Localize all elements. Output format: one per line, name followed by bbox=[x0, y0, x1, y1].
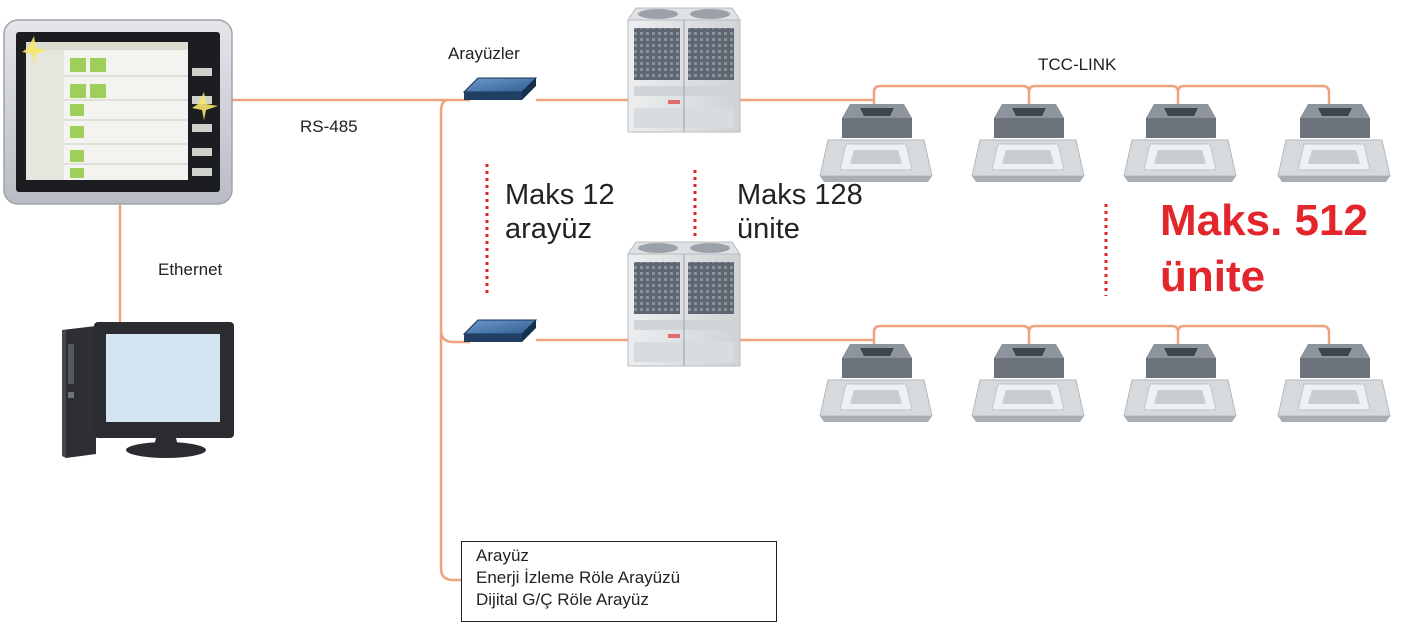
cassette-indoor-unit-icon bbox=[819, 103, 933, 183]
vrf-outdoor-unit-icon bbox=[627, 7, 741, 133]
interfaces-label: Arayüzler bbox=[448, 44, 520, 63]
tcc-link-row2 bbox=[740, 324, 1331, 344]
max-outdoor-label: Maks 128 ünite bbox=[737, 178, 863, 246]
range-indicators bbox=[485, 164, 1108, 296]
ethernet-label: Ethernet bbox=[158, 260, 223, 279]
rs485-label: RS-485 bbox=[300, 117, 358, 136]
cassette-indoor-unit-icon bbox=[971, 103, 1085, 183]
max-interfaces-label: Maks 12 arayüz bbox=[505, 178, 615, 246]
legend-item: Dijital G/Ç Röle Arayüz bbox=[476, 590, 649, 609]
tcc-link-row1 bbox=[740, 84, 1331, 104]
cassette-indoor-unit-icon bbox=[1277, 103, 1391, 183]
touch-panel-controller-icon bbox=[3, 19, 233, 205]
vrf-outdoor-unit-icon bbox=[627, 241, 741, 367]
interface-types-legend: Arayüz Enerji İzleme Röle Arayüzü Dijita… bbox=[461, 541, 777, 622]
interface-box-icon bbox=[463, 319, 537, 343]
interface-box-icon bbox=[463, 77, 537, 101]
cassette-indoor-unit-icon bbox=[971, 343, 1085, 423]
max-outdoor-line1: Maks 128 bbox=[737, 179, 863, 211]
cassette-indoor-unit-icon bbox=[819, 343, 933, 423]
main-bus-wire bbox=[439, 98, 461, 582]
max-units-label: Maks. 512 ünite bbox=[1160, 193, 1368, 305]
legend-item: Enerji İzleme Röle Arayüzü bbox=[476, 568, 681, 587]
max-outdoor-line2: ünite bbox=[737, 213, 800, 245]
cassette-indoor-unit-icon bbox=[1123, 343, 1237, 423]
tcc-link-label: TCC-LINK bbox=[1038, 55, 1117, 74]
interface2-wire bbox=[439, 329, 470, 344]
max-interfaces-line1: Maks 12 bbox=[505, 179, 615, 211]
max-units-line2: ünite bbox=[1160, 252, 1266, 301]
desktop-pc-icon bbox=[62, 322, 234, 458]
max-interfaces-line2: arayüz bbox=[505, 213, 593, 245]
indoor-units-row1 bbox=[819, 103, 1391, 183]
cassette-indoor-unit-icon bbox=[1277, 343, 1391, 423]
legend-item: Arayüz bbox=[476, 546, 529, 565]
wiring bbox=[118, 84, 1331, 582]
indoor-units-row2 bbox=[819, 343, 1391, 423]
max-units-line1: Maks. 512 bbox=[1160, 196, 1368, 245]
cassette-indoor-unit-icon bbox=[1123, 103, 1237, 183]
